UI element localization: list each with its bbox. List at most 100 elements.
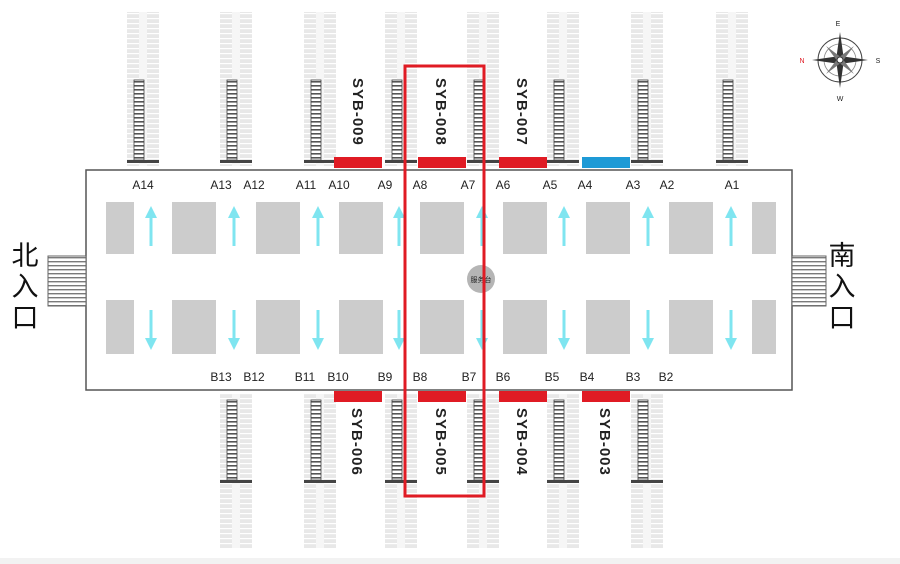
hall-block — [752, 300, 776, 354]
escalator — [553, 399, 565, 481]
gate-label: A11 — [296, 178, 317, 192]
corridor-base — [547, 480, 579, 483]
corridor-base — [547, 160, 579, 163]
selection-highlight — [403, 64, 486, 498]
gate-label: A6 — [496, 178, 511, 192]
hall-block — [256, 300, 300, 354]
escalator — [310, 399, 322, 481]
hall-block — [503, 202, 547, 254]
gate-label: A7 — [461, 178, 476, 192]
hall-block — [503, 300, 547, 354]
exhibition-blocks — [106, 202, 776, 354]
south-entrance[interactable]: 南 入 口 — [829, 241, 856, 333]
stand-code-syb-007[interactable]: SYB-007 — [513, 78, 530, 146]
escalator — [391, 399, 403, 481]
service-desk[interactable]: 服务台 — [467, 265, 495, 293]
hall-block — [106, 300, 134, 354]
stand-marker-syb-003[interactable] — [582, 391, 630, 402]
top-gate-labels: A14 A13 A12 A11 A10 A9 A8 A7 A6 A5 A4 A3… — [132, 178, 739, 192]
hall-block — [420, 202, 464, 254]
gate-label: B8 — [413, 370, 428, 384]
stand-marker-syb-008[interactable] — [418, 157, 466, 168]
gate-label: A9 — [378, 178, 393, 192]
stand-code-syb-004[interactable]: SYB-004 — [513, 408, 530, 476]
north-entrance[interactable]: 北 入 口 — [12, 241, 39, 333]
gate-label: A8 — [413, 178, 428, 192]
gate-label: B7 — [462, 370, 477, 384]
gate-label: B5 — [545, 370, 560, 384]
corridor-base — [220, 480, 252, 483]
stand-code-syb-008[interactable]: SYB-008 — [432, 78, 449, 146]
north-entrance-label: 北 — [12, 241, 39, 271]
gate-label: A14 — [132, 178, 154, 192]
hall-block — [339, 300, 383, 354]
compass-rose-icon: E W N S — [799, 21, 880, 103]
hall-block — [172, 300, 216, 354]
south-entrance-label: 口 — [829, 303, 856, 333]
gate-label: B4 — [580, 370, 595, 384]
south-entrance-label: 入 — [829, 272, 856, 302]
stand-marker-syb-007[interactable] — [499, 157, 547, 168]
hall-block — [256, 202, 300, 254]
north-entrance-label: 入 — [12, 272, 39, 302]
gate-label: B9 — [378, 370, 393, 384]
corridor-base — [716, 160, 748, 163]
gate-label: A12 — [243, 178, 265, 192]
south-entrance-label: 南 — [829, 241, 856, 271]
gate-label: B12 — [243, 370, 265, 384]
stand-codes-top: SYB-009 SYB-008 SYB-007 — [349, 78, 530, 146]
stand-code-syb-003[interactable]: SYB-003 — [596, 408, 613, 476]
stand-marker-syb-009[interactable] — [334, 157, 382, 168]
hall-block — [586, 202, 630, 254]
hall-block — [106, 202, 134, 254]
escalator — [391, 79, 403, 161]
escalator — [722, 79, 734, 161]
gate-label: A1 — [725, 178, 740, 192]
corridor-base — [304, 160, 336, 163]
service-desk-label: 服务台 — [471, 275, 492, 284]
compass-label-south: S — [876, 58, 881, 65]
compass-label-west: W — [837, 96, 844, 103]
hall-block — [586, 300, 630, 354]
hall-block — [339, 202, 383, 254]
gate-label: B6 — [496, 370, 511, 384]
south-entrance-stairs — [791, 255, 827, 307]
stand-marker-syb-004[interactable] — [499, 391, 547, 402]
stand-code-syb-009[interactable]: SYB-009 — [349, 78, 366, 146]
gate-label: A5 — [543, 178, 558, 192]
gate-label: A2 — [660, 178, 675, 192]
gate-label: B3 — [626, 370, 641, 384]
corridor-base — [385, 480, 417, 483]
corridor-base — [304, 480, 336, 483]
stand-codes-bottom: SYB-006 SYB-005 SYB-004 SYB-003 — [348, 408, 613, 476]
stand-markers — [334, 157, 630, 402]
stand-marker-syb-006[interactable] — [334, 391, 382, 402]
corridor-base — [127, 160, 159, 163]
corridor-base — [385, 160, 417, 163]
escalator — [553, 79, 565, 161]
stand-marker-available[interactable] — [582, 157, 630, 168]
gate-label: B10 — [327, 370, 349, 384]
gate-label: B2 — [659, 370, 674, 384]
gate-label: A13 — [210, 178, 232, 192]
gate-label: A4 — [578, 178, 593, 192]
gate-label: A3 — [626, 178, 641, 192]
stand-code-syb-005[interactable]: SYB-005 — [432, 408, 449, 476]
corridor-base — [631, 160, 663, 163]
compass-label-east: E — [836, 21, 841, 28]
hall-block — [752, 202, 776, 254]
footer-bar — [0, 558, 900, 564]
north-entrance-stairs — [47, 255, 87, 307]
stand-marker-syb-005[interactable] — [418, 391, 466, 402]
escalator — [310, 79, 322, 161]
hall-block — [420, 300, 464, 354]
walkway-arrows — [145, 206, 737, 350]
escalator — [226, 79, 238, 161]
bottom-gate-labels: B13 B12 B11 B10 B9 B8 B7 B6 B5 B4 B3 B2 — [210, 370, 673, 384]
stand-code-syb-006[interactable]: SYB-006 — [348, 408, 365, 476]
hall-block — [172, 202, 216, 254]
corridor-base — [631, 480, 663, 483]
escalator — [637, 399, 649, 481]
